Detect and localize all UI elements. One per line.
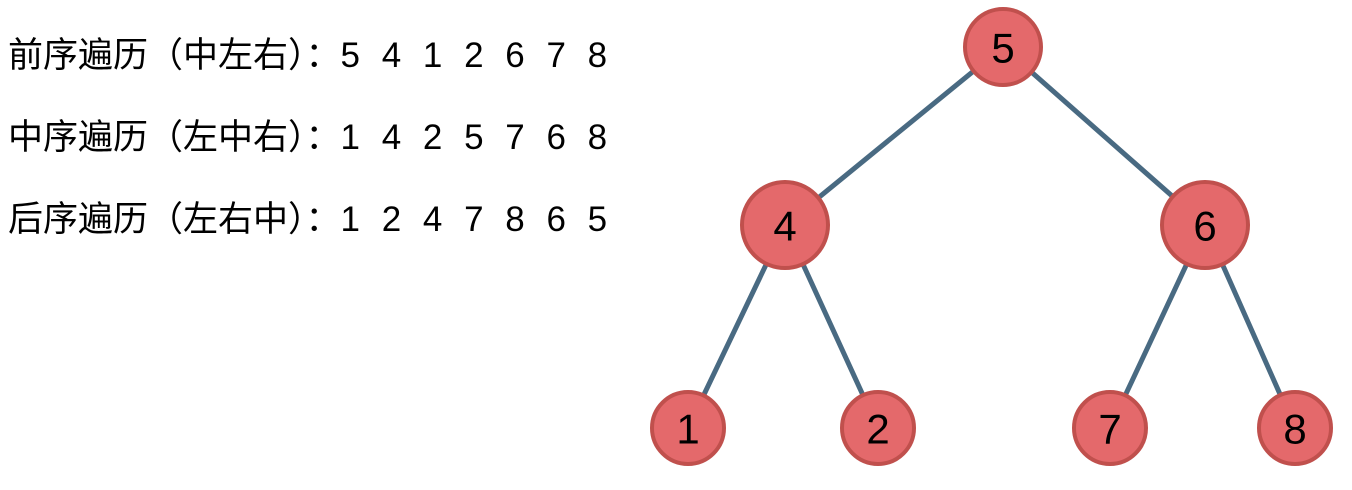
tree-edge-4-2 <box>800 262 866 397</box>
tree-node-4[interactable]: 4 <box>740 180 830 270</box>
tree-node-circle-8[interactable] <box>1257 390 1333 466</box>
tree-edge-4-1 <box>701 262 769 398</box>
postorder-traversal-line: 后序遍历（左右中）：1 2 4 7 8 6 5 <box>8 200 613 240</box>
tree-node-label-8: 8 <box>1283 406 1306 453</box>
postorder-label: 后序遍历（左右中）： <box>8 200 341 240</box>
tree-edge-6-8 <box>1220 262 1283 397</box>
tree-node-8[interactable]: 8 <box>1257 390 1333 466</box>
tree-node-2[interactable]: 2 <box>840 390 916 466</box>
tree-node-7[interactable]: 7 <box>1072 390 1148 466</box>
tree-node-5[interactable]: 5 <box>963 7 1043 87</box>
preorder-traversal-line: 前序遍历（中左右）：5 4 1 2 6 7 8 <box>8 36 613 76</box>
inorder-traversal-line: 中序遍历（左中右）：1 4 2 5 7 6 8 <box>8 118 613 158</box>
tree-edge-6-7 <box>1123 262 1189 397</box>
tree-edge-layer <box>701 69 1283 398</box>
tree-node-label-1: 1 <box>676 406 699 453</box>
tree-node-circle-5[interactable] <box>963 7 1043 87</box>
inorder-sequence: 1 4 2 5 7 6 8 <box>340 118 614 157</box>
inorder-label: 中序遍历（左中右）： <box>8 118 341 158</box>
tree-node-label-6: 6 <box>1193 203 1216 250</box>
tree-node-1[interactable]: 1 <box>650 390 726 466</box>
tree-node-circle-1[interactable] <box>650 390 726 466</box>
tree-node-label-2: 2 <box>866 406 889 453</box>
tree-edge-5-6 <box>1029 70 1175 199</box>
tree-node-6[interactable]: 6 <box>1160 180 1250 270</box>
tree-node-circle-6[interactable] <box>1160 180 1250 270</box>
tree-node-label-5: 5 <box>991 25 1014 72</box>
tree-node-layer: 5 4 6 1 2 7 8 <box>650 7 1333 466</box>
tree-node-circle-2[interactable] <box>840 390 916 466</box>
tree-edge-5-4 <box>816 69 976 200</box>
tree-node-circle-4[interactable] <box>740 180 830 270</box>
tree-node-circle-7[interactable] <box>1072 390 1148 466</box>
traversal-text-block: 前序遍历（中左右）：5 4 1 2 6 7 8 中序遍历（左中右）：1 4 2 … <box>8 0 708 490</box>
preorder-sequence: 5 4 1 2 6 7 8 <box>340 36 614 75</box>
postorder-sequence: 1 2 4 7 8 6 5 <box>340 200 614 239</box>
tree-node-label-4: 4 <box>773 203 796 250</box>
tree-node-label-7: 7 <box>1098 406 1121 453</box>
preorder-label: 前序遍历（中左右）： <box>8 36 341 76</box>
